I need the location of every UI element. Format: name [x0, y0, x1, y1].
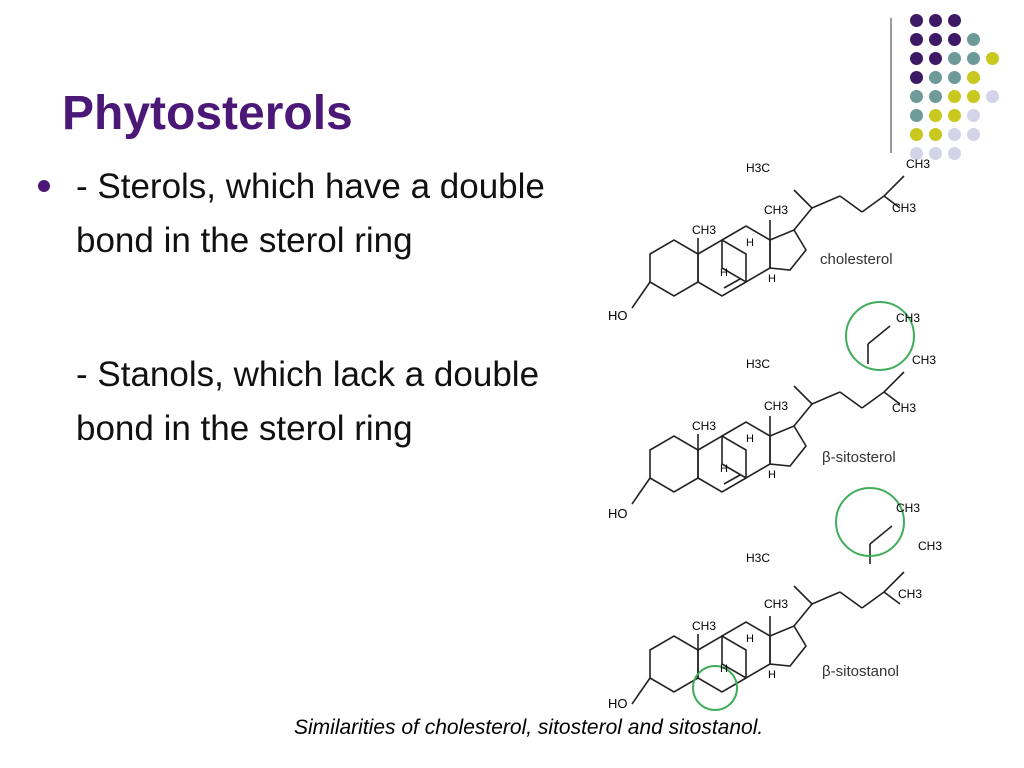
sitostanol-structure — [631, 525, 905, 705]
decor-dot — [910, 33, 923, 46]
sitostanol-h-3: H — [768, 669, 776, 681]
decor-divider-line — [890, 18, 892, 153]
decor-dot — [967, 71, 980, 84]
decor-dot — [929, 14, 942, 27]
sitosterol-ch3-lower: CH3 — [892, 401, 916, 415]
sitosterol-ch3-right: CH3 — [912, 353, 936, 367]
decor-dot — [967, 52, 980, 65]
sitosterol-h3c: H3C — [746, 357, 770, 371]
sitosterol-h-2: H — [746, 433, 754, 445]
sitosterol-ho: HO — [608, 506, 628, 521]
decor-dot — [948, 90, 961, 103]
decor-dot — [910, 14, 923, 27]
ethyl-highlight-circle-1 — [845, 301, 915, 371]
sitosterol-label: β-sitosterol — [822, 449, 896, 466]
cholesterol-ho: HO — [608, 308, 628, 323]
decor-dot — [948, 33, 961, 46]
cholesterol-h-3: H — [768, 273, 776, 285]
cholesterol-ch3-lower: CH3 — [892, 201, 916, 215]
sterol-structures-figure: H3C CH3 CH3 CH3 CH3 H H H HO cholesterol… — [608, 157, 942, 711]
decor-dot — [910, 109, 923, 122]
sitosterol-ch3-top: CH3 — [764, 399, 788, 413]
cholesterol-ch3-top: CH3 — [764, 203, 788, 217]
decor-dot — [910, 147, 923, 160]
decor-dot — [986, 52, 999, 65]
sitostanol-ho: HO — [608, 696, 628, 711]
sitostanol-h-1: H — [720, 663, 728, 675]
cholesterol-h-1: H — [720, 267, 728, 279]
decor-dot — [967, 128, 980, 141]
decor-dot — [986, 90, 999, 103]
sitostanol-ch3-top: CH3 — [764, 597, 788, 611]
sitostanol-label: β-sitostanol — [822, 663, 899, 680]
decor-dot — [967, 33, 980, 46]
bullet-item-sterols: - Sterols, which have a double bond in t… — [34, 160, 554, 268]
sitostanol-ch3-lower: CH3 — [898, 587, 922, 601]
decor-dot — [929, 90, 942, 103]
sitosterol-structure — [631, 325, 905, 505]
decor-dot — [910, 71, 923, 84]
sitosterol-h-1: H — [720, 463, 728, 475]
cholesterol-label: cholesterol — [820, 251, 893, 268]
decor-dot — [948, 14, 961, 27]
cholesterol-ch3-ring: CH3 — [692, 223, 716, 237]
sitostanol-ch3-right: CH3 — [918, 539, 942, 553]
sitostanol-ch3-ring: CH3 — [692, 619, 716, 633]
bullet-icon — [38, 180, 50, 192]
decor-dot — [948, 71, 961, 84]
decor-dot — [929, 147, 942, 160]
cholesterol-structure — [631, 175, 905, 309]
decor-dot — [948, 128, 961, 141]
decor-dot — [967, 109, 980, 122]
figure-caption: Similarities of cholesterol, sitosterol … — [294, 716, 764, 739]
decor-dot — [948, 147, 961, 160]
sitosterol-h-3: H — [768, 469, 776, 481]
ring-highlight-circle — [692, 665, 738, 711]
paragraph-stanols: - Stanols, which lack a double bond in t… — [76, 355, 540, 448]
bullet-list: - Sterols, which have a double bond in t… — [34, 160, 554, 456]
slide-title: Phytosterols — [62, 87, 353, 140]
decor-dot — [929, 52, 942, 65]
cholesterol-ch3-right: CH3 — [906, 157, 930, 171]
decor-dot — [948, 109, 961, 122]
cholesterol-h-2: H — [746, 237, 754, 249]
decor-dot — [910, 128, 923, 141]
sitostanol-h-2: H — [746, 633, 754, 645]
decor-dot — [929, 71, 942, 84]
decor-dot — [929, 109, 942, 122]
decor-dot — [929, 33, 942, 46]
decor-dot — [910, 52, 923, 65]
decor-dot — [967, 90, 980, 103]
sitostanol-ch3-ethyl: CH3 — [896, 501, 920, 515]
cholesterol-h3c: H3C — [746, 161, 770, 175]
bullet-text-sterols: - Sterols, which have a double bond in t… — [76, 167, 545, 260]
sitosterol-ch3-ring: CH3 — [692, 419, 716, 433]
decor-dot-grid — [910, 14, 1010, 164]
sitosterol-ch3-ethyl: CH3 — [896, 311, 920, 325]
ethyl-highlight-circle-2 — [835, 487, 905, 557]
decor-dot — [929, 128, 942, 141]
sitostanol-h3c: H3C — [746, 551, 770, 565]
decor-dot — [948, 52, 961, 65]
decor-dot — [910, 90, 923, 103]
